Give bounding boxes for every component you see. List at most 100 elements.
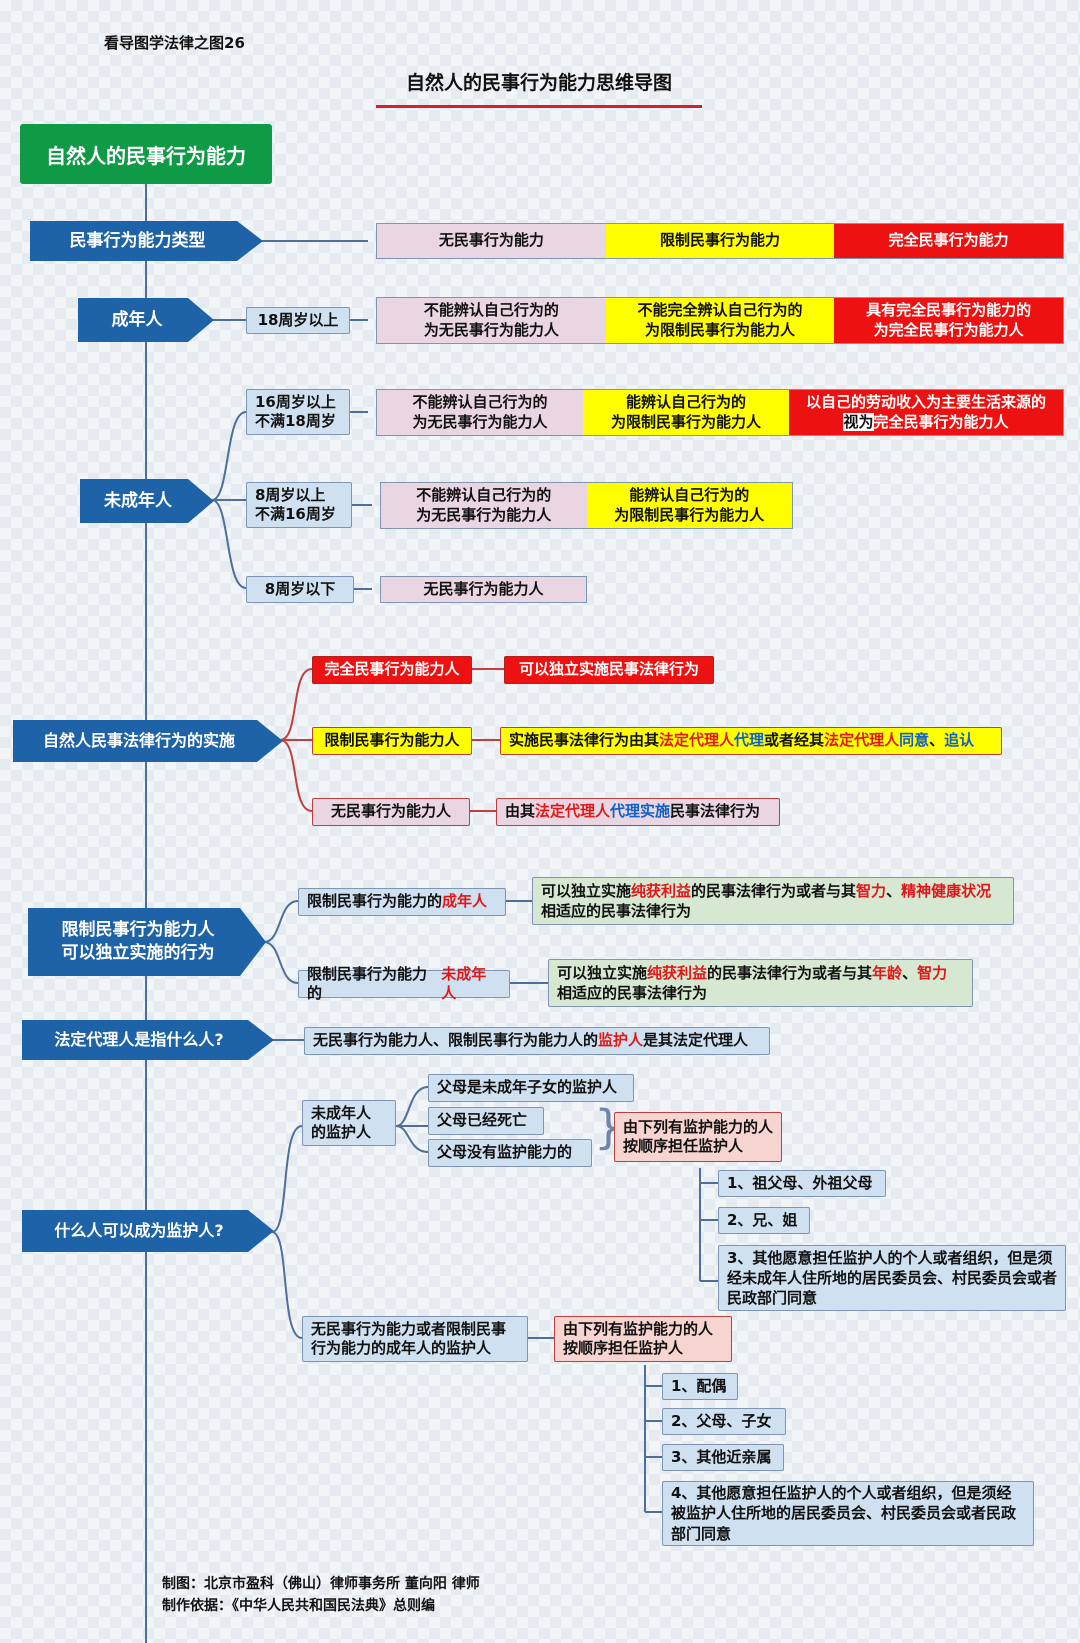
guardian-minor-item-1: 父母是未成年子女的监护人 bbox=[428, 1074, 634, 1102]
indep-adult-desc: 可以独立实施纯获利益的民事法律行为或者与其智力、精神健康状况 相适应的民事法律行… bbox=[532, 877, 1014, 925]
guardian-minor-list-1: 1、祖父母、外祖父母 bbox=[718, 1170, 886, 1197]
independent-branch-line1: 限制民事行为能力人 bbox=[61, 920, 215, 941]
page-title: 自然人的民事行为能力思维导图 bbox=[405, 72, 672, 94]
impl-none-desc: 由其法定代理人代理实施民事法律行为 bbox=[496, 798, 780, 826]
guardian-adult-list-2: 2、父母、子女 bbox=[662, 1408, 786, 1435]
type-limited: 限制民事行为能力 bbox=[605, 224, 835, 258]
guardian-minor-list-2: 2、兄、姐 bbox=[718, 1207, 810, 1234]
indep-minor-label-b: 未成年人 bbox=[441, 964, 487, 1003]
indep-adult-desc-a: 可以独立实施 bbox=[541, 882, 632, 900]
impl-limited-label: 限制民事行为能力人 bbox=[312, 727, 472, 755]
guardian-minor-item-3: 父母没有监护能力的 bbox=[428, 1139, 592, 1167]
adult-row: 不能辨认自己行为的 为无民事行为能力人 不能完全辨认自己行为的 为限制民事行为能… bbox=[376, 297, 1064, 344]
guardian-minor-order: 由下列有监护能力的人 按顺序担任监护人 bbox=[614, 1112, 782, 1162]
minor16-limited: 能辨认自己行为的 为限制民事行为能力人 bbox=[583, 390, 789, 435]
guardian-adult-label: 无民事行为能力或者限制民事 行为能力的成年人的监护人 bbox=[302, 1316, 528, 1362]
indep-minor-desc-a: 可以独立实施 bbox=[557, 964, 648, 982]
legalrep-desc: 无民事行为能力人、限制民事行为能力人的监护人是其法定代理人 bbox=[304, 1027, 770, 1055]
indep-adult-desc-d: 智力 bbox=[856, 882, 887, 900]
indep-minor-label: 限制民事行为能力的未成年人 bbox=[298, 965, 510, 1002]
guardian-adult-order: 由下列有监护能力的人 按顺序担任监护人 bbox=[554, 1316, 732, 1362]
impl-limited-desc-g: 、 bbox=[929, 731, 945, 750]
indep-connector bbox=[263, 900, 299, 984]
indep-adult-desc-g: 相适应的民事法律行为 bbox=[541, 901, 692, 920]
minor16-full-line2: 视为完全民事行为能力人 bbox=[843, 412, 1009, 433]
types-row: 无民事行为能力 限制民事行为能力 完全民事行为能力 bbox=[376, 223, 1064, 259]
impl-none-desc-c: 代理实施 bbox=[610, 802, 671, 821]
impl-full-label: 完全民事行为能力人 bbox=[312, 656, 472, 684]
independent-branch: 限制民事行为能力人 可以独立实施的行为 bbox=[28, 908, 266, 976]
indep-adult-desc-c: 的民事法律行为或者与其 bbox=[691, 882, 857, 900]
guardian-minor-label: 未成年人 的监护人 bbox=[302, 1100, 396, 1146]
adult-full: 具有完全民事行为能力的 为完全民事行为能力人 bbox=[834, 298, 1064, 343]
independent-branch-line2: 可以独立实施的行为 bbox=[61, 943, 215, 963]
indep-minor-desc-line1: 可以独立实施纯获利益的民事法律行为或者与其年龄、智力 bbox=[557, 964, 964, 984]
minor16-full-deemed: 视为 bbox=[843, 412, 874, 431]
minor16-none: 不能辨认自己行为的 为无民事行为能力人 bbox=[377, 390, 583, 435]
minor-16-row: 不能辨认自己行为的 为无民事行为能力人 能辨认自己行为的 为限制民事行为能力人 … bbox=[376, 389, 1064, 436]
minor-age-connectors bbox=[350, 411, 372, 590]
impl-limited-desc-f: 同意 bbox=[899, 731, 930, 750]
footer-author: 制图：北京市盈科（佛山）律师事务所 董向阳 律师 bbox=[162, 1576, 480, 1592]
indep-desc-connector bbox=[506, 900, 548, 984]
legalrep-desc-c: 是其法定代理人 bbox=[643, 1031, 749, 1050]
impl-limited-desc-b: 法定代理人 bbox=[659, 731, 735, 750]
minor-list-connector bbox=[699, 1168, 718, 1282]
indep-minor-desc-g: 相适应的民事法律行为 bbox=[557, 983, 708, 1002]
adult-age: 18周岁以上 bbox=[246, 307, 350, 334]
minor-age-under8: 8周岁以下 bbox=[246, 576, 354, 603]
adult-none: 不能辨认自己行为的 为无民事行为能力人 bbox=[377, 298, 606, 343]
indep-minor-label-a: 限制民事行为能力的 bbox=[307, 964, 428, 1003]
impl-limited-desc-a: 实施民事法律行为由其 bbox=[509, 731, 660, 750]
footer-basis: 制作依据：《中华人民共和国民法典》总则编 bbox=[162, 1598, 435, 1614]
indep-adult-label-a: 限制民事行为能力的 bbox=[307, 892, 443, 911]
adult-list-connector bbox=[644, 1365, 662, 1513]
indep-minor-desc-f: 智力 bbox=[917, 964, 948, 982]
impl-limited-desc-e: 法定代理人 bbox=[824, 731, 900, 750]
type-full: 完全民事行为能力 bbox=[834, 224, 1064, 258]
minor16-full-line1: 以自己的劳动收入为主要生活来源的 bbox=[805, 393, 1046, 411]
type-none: 无民事行为能力 bbox=[377, 224, 606, 258]
minor16-full-status: 完全民事行为能力人 bbox=[873, 412, 1009, 431]
guardian-minor-item-2: 父母已经死亡 bbox=[428, 1107, 544, 1135]
minor-age-16: 16周岁以上 不满18周岁 bbox=[246, 389, 350, 435]
indep-minor-desc-c: 的民事法律行为或者与其 bbox=[707, 964, 873, 982]
indep-adult-desc-f: 精神健康状况 bbox=[901, 882, 992, 900]
impl-limited-desc: 实施民事法律行为由其法定代理人代理或者经其法定代理人同意、追认 bbox=[500, 727, 1002, 755]
guardian-minor-list-3: 3、其他愿意担任监护人的个人或者组织，但是须经未成年人住所地的居民委员会、村民委… bbox=[718, 1245, 1066, 1311]
adult-limited: 不能完全辨认自己行为的 为限制民事行为能力人 bbox=[605, 298, 835, 343]
minor8-limited: 能辨认自己行为的 为限制民事行为能力人 bbox=[586, 483, 792, 528]
impl-full-desc: 可以独立实施民事法律行为 bbox=[504, 656, 714, 684]
guardian-connector bbox=[271, 1125, 303, 1339]
minor-age-8: 8周岁以上 不满16周岁 bbox=[246, 482, 352, 528]
minor16-full: 以自己的劳动收入为主要生活来源的 视为完全民事行为能力人 bbox=[789, 390, 1063, 435]
indep-adult-desc-e: 、 bbox=[886, 882, 902, 900]
legalrep-desc-a: 无民事行为能力人、限制民事行为能力人的 bbox=[313, 1031, 599, 1050]
impl-none-desc-b: 法定代理人 bbox=[535, 802, 611, 821]
legalrep-branch: 法定代理人是指什么人? bbox=[22, 1020, 274, 1060]
indep-minor-desc: 可以独立实施纯获利益的民事法律行为或者与其年龄、智力 相适应的民事法律行为 bbox=[548, 959, 973, 1007]
indep-minor-desc-d: 年龄 bbox=[872, 964, 903, 982]
impl-limited-desc-d: 或者经其 bbox=[764, 731, 825, 750]
impl-limited-desc-c: 代理 bbox=[734, 731, 765, 750]
types-branch: 民事行为能力类型 bbox=[30, 221, 263, 261]
guardian-adult-list-4: 4、其他愿意担任监护人的个人或者组织，但是须经被监护人住所地的居民委员会、村民委… bbox=[662, 1481, 1034, 1546]
minor-8-row: 不能辨认自己行为的 为无民事行为能力人 能辨认自己行为的 为限制民事行为能力人 bbox=[380, 482, 793, 529]
minor-under8-none: 无民事行为能力人 bbox=[381, 577, 586, 602]
impl-limited-desc-h: 追认 bbox=[944, 731, 975, 750]
indep-minor-desc-b: 纯获利益 bbox=[647, 964, 708, 982]
impl-connector bbox=[279, 668, 313, 812]
implementation-branch: 自然人民事法律行为的实施 bbox=[13, 720, 283, 762]
minor-under8-row: 无民事行为能力人 bbox=[380, 576, 587, 603]
title-underline bbox=[376, 105, 702, 108]
indep-adult-label-b: 成年人 bbox=[442, 892, 488, 911]
indep-minor-desc-e: 、 bbox=[902, 964, 918, 982]
legalrep-desc-b: 监护人 bbox=[598, 1031, 644, 1050]
minor-connector bbox=[211, 411, 247, 589]
indep-adult-desc-b: 纯获利益 bbox=[631, 882, 692, 900]
minor8-none: 不能辨认自己行为的 为无民事行为能力人 bbox=[381, 483, 587, 528]
guardian-branch: 什么人可以成为监护人? bbox=[22, 1210, 274, 1252]
impl-none-desc-d: 民事法律行为 bbox=[670, 802, 761, 821]
indep-adult-desc-line1: 可以独立实施纯获利益的民事法律行为或者与其智力、精神健康状况 bbox=[541, 882, 1005, 902]
guardian-adult-list-3: 3、其他近亲属 bbox=[662, 1444, 784, 1471]
